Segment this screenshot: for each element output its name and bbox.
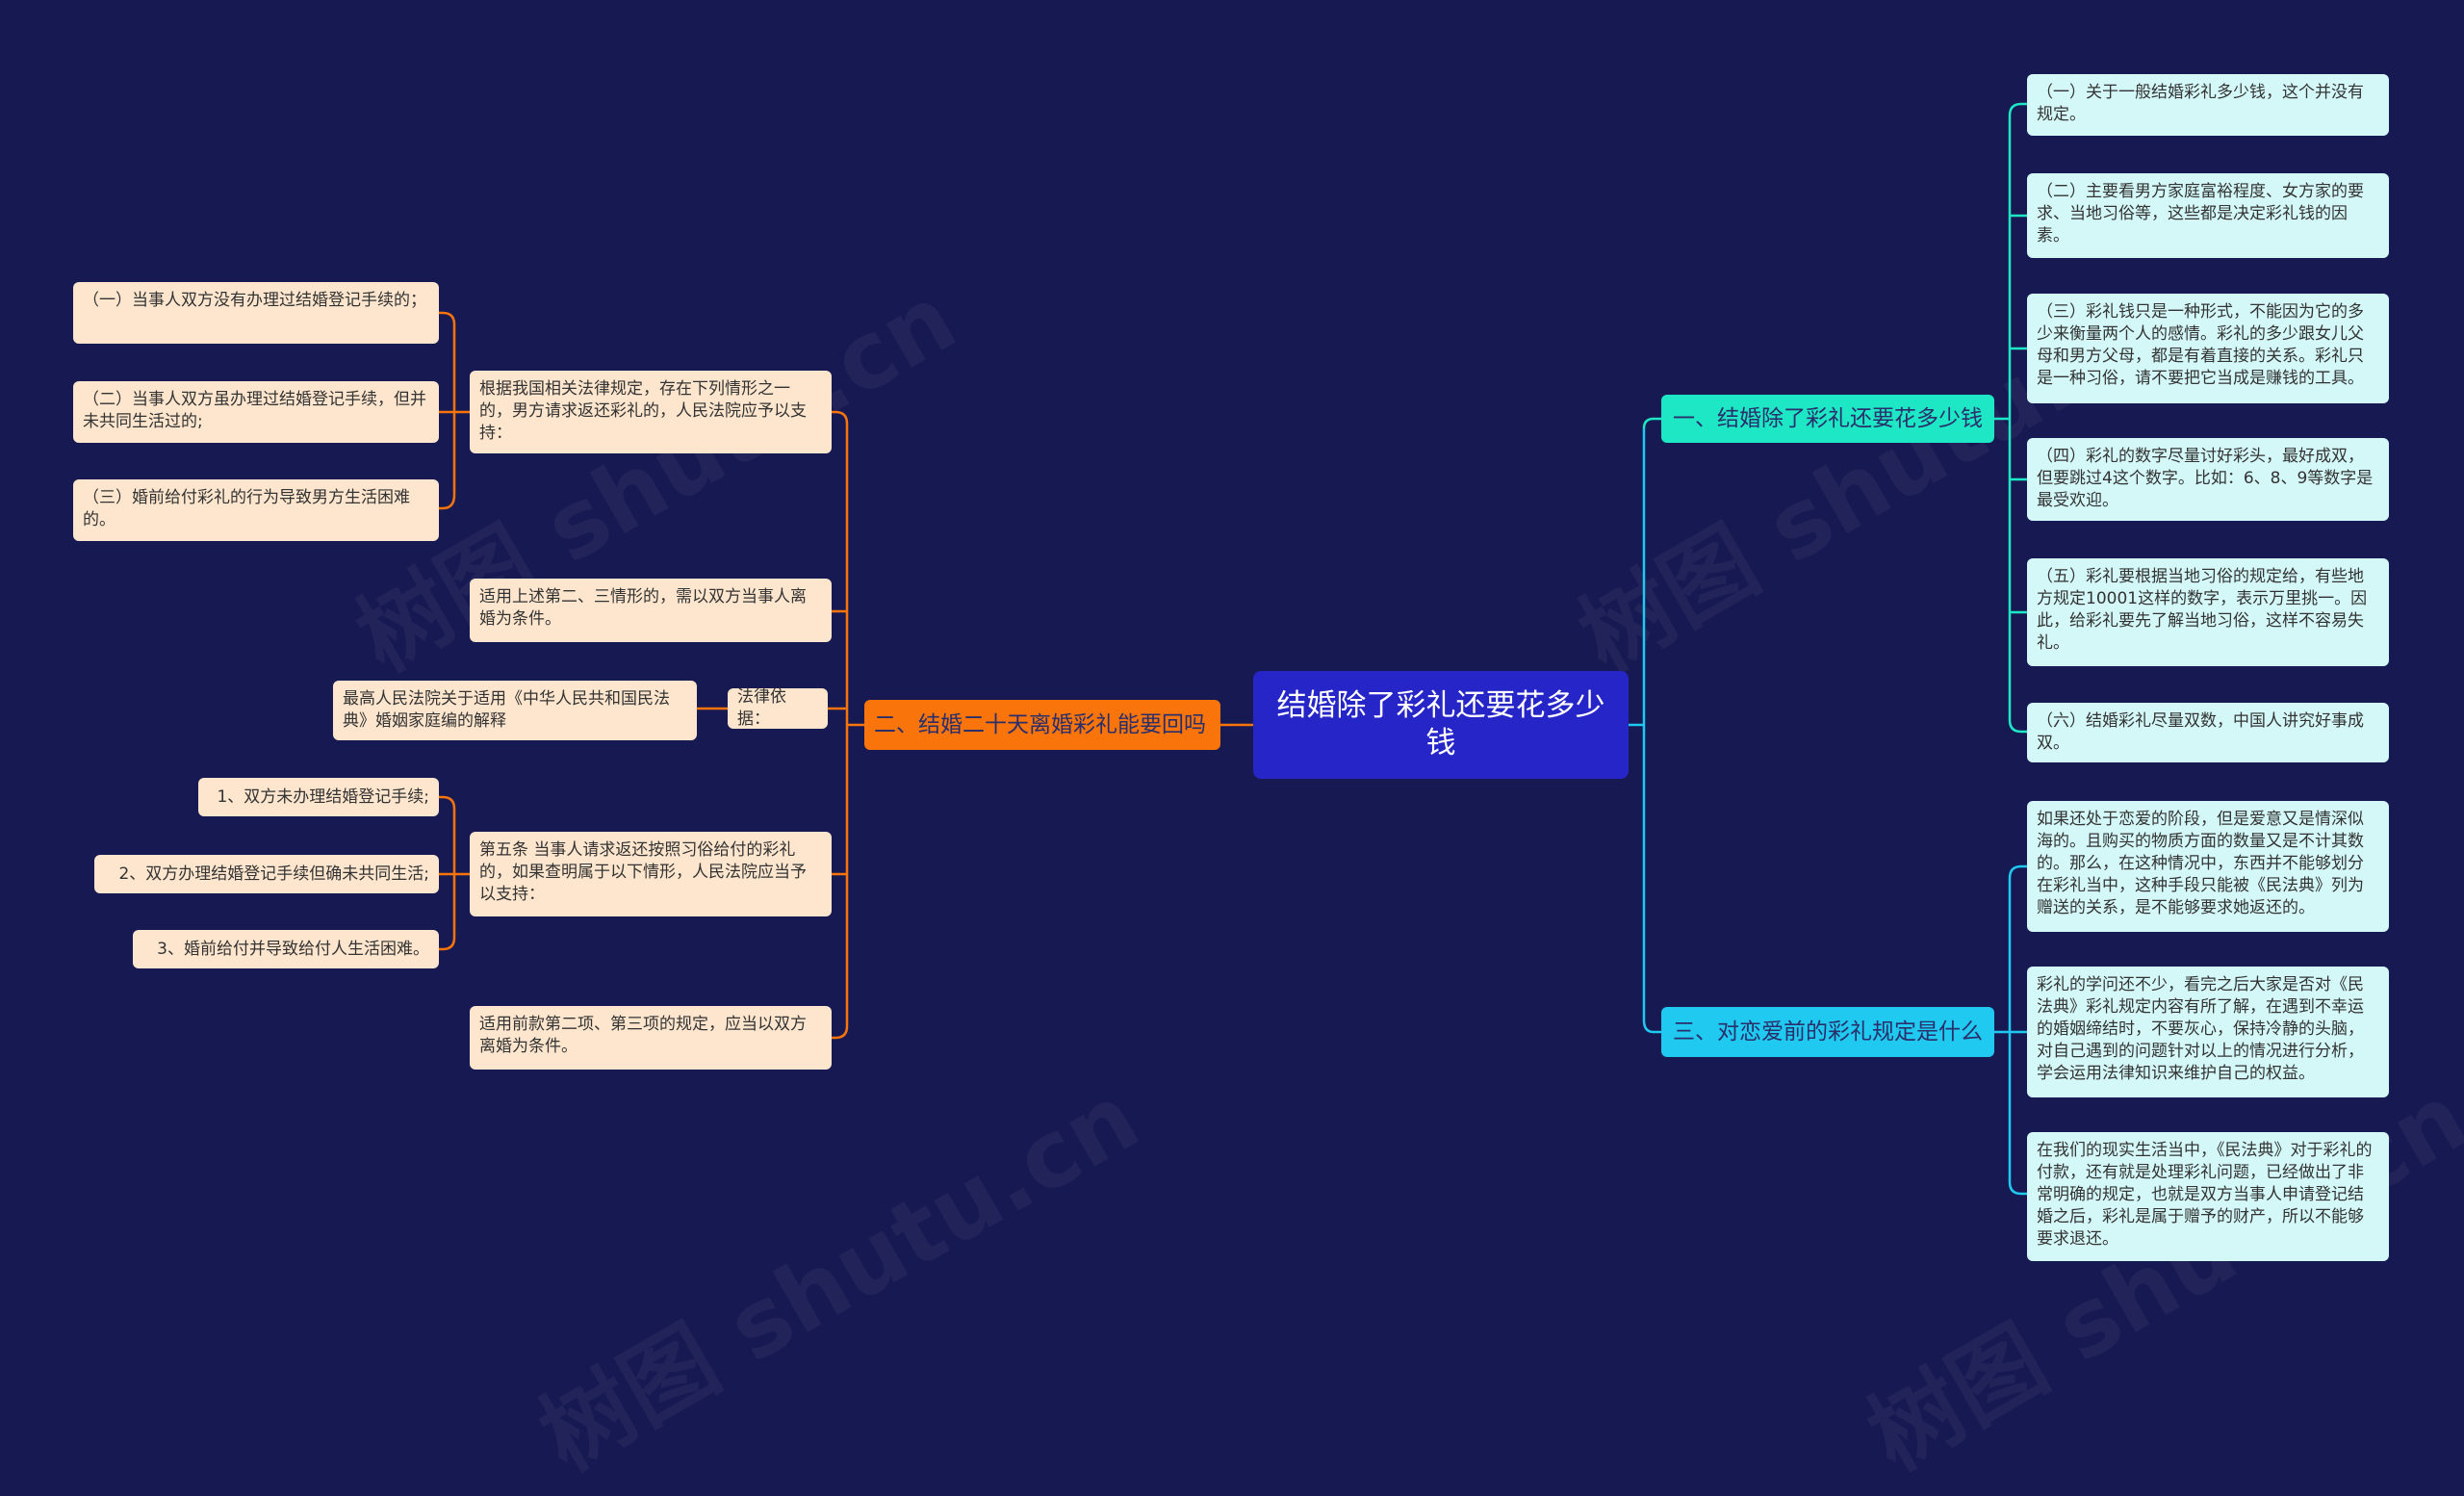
article5-sub-node-2[interactable]: 2、双方办理结婚登记手续但确未共同生活;: [94, 855, 439, 893]
applies-divorce-text: 适用上述第二、三情形的，需以双方当事人离婚为条件。: [479, 587, 807, 629]
law-intro-node[interactable]: 根据我国相关法律规定，存在下列情形之一的，男方请求返还彩礼的，人民法院应予以支持…: [470, 371, 832, 453]
law-sub-node-2[interactable]: （二）当事人双方虽办理过结婚登记手续，但并未共同生活过的;: [73, 381, 439, 443]
article5-sub-text: 2、双方办理结婚登记手续但确未共同生活;: [118, 864, 429, 884]
branch-left[interactable]: 二、结婚二十天离婚彩礼能要回吗: [864, 700, 1220, 750]
right1-item-3[interactable]: （三）彩礼钱只是一种形式，不能因为它的多少来衡量两个人的感情。彩礼的多少跟女儿父…: [2027, 294, 2389, 403]
right1-item-text: （二）主要看男方家庭富裕程度、女方家的要求、当地习俗等，这些都是决定彩礼钱的因素…: [2037, 182, 2364, 245]
article5-text: 第五条 当事人请求返还按照习俗给付的彩礼的，如果查明属于以下情形，人民法院应当予…: [479, 840, 807, 904]
legal-basis-node[interactable]: 法律依据：: [728, 687, 828, 729]
root-topic-label: 结婚除了彩礼还要花多少钱: [1276, 688, 1605, 761]
right3-item-text: 彩礼的学问还不少，看完之后大家是否对《民法典》彩礼规定内容有所了解，在遇到不幸运…: [2037, 975, 2364, 1083]
law-intro-text: 根据我国相关法律规定，存在下列情形之一的，男方请求返还彩礼的，人民法院应予以支持…: [479, 379, 807, 443]
branch-right-1[interactable]: 一、结婚除了彩礼还要花多少钱: [1661, 395, 1994, 443]
legal-basis-source-text: 最高人民法院关于适用《中华人民共和国民法典》婚姻家庭编的解释: [343, 689, 670, 731]
law-sub-text: （三）婚前给付彩礼的行为导致男方生活困难的。: [83, 488, 410, 529]
article5-sub-node-3[interactable]: 3、婚前给付并导致给付人生活困难。: [133, 930, 439, 968]
right1-item-6[interactable]: （六）结婚彩礼尽量双数，中国人讲究好事成双。: [2027, 703, 2389, 762]
legal-basis-source-node[interactable]: 最高人民法院关于适用《中华人民共和国民法典》婚姻家庭编的解释: [333, 681, 697, 740]
article5-tail-node[interactable]: 适用前款第二项、第三项的规定，应当以双方离婚为条件。: [470, 1006, 832, 1070]
right1-item-text: （五）彩礼要根据当地习俗的规定给，有些地方规定10001这样的数字，表示万里挑一…: [2037, 567, 2368, 653]
article5-sub-text: 3、婚前给付并导致给付人生活困难。: [157, 939, 429, 959]
law-sub-node-3[interactable]: （三）婚前给付彩礼的行为导致男方生活困难的。: [73, 479, 439, 541]
right3-item-3[interactable]: 在我们的现实生活当中，《民法典》对于彩礼的付款，还有就是处理彩礼问题，已经做出了…: [2027, 1132, 2389, 1261]
right1-item-2[interactable]: （二）主要看男方家庭富裕程度、女方家的要求、当地习俗等，这些都是决定彩礼钱的因素…: [2027, 173, 2389, 258]
branch-right-3[interactable]: 三、对恋爱前的彩礼规定是什么: [1661, 1007, 1994, 1057]
branch-right-3-label: 三、对恋爱前的彩礼规定是什么: [1673, 1019, 1983, 1045]
article5-sub-text: 1、双方未办理结婚登记手续;: [217, 787, 429, 807]
connector-lines: [439, 102, 2027, 1196]
law-sub-text: （一）当事人双方没有办理过结婚登记手续的；: [83, 291, 426, 310]
right3-item-1[interactable]: 如果还处于恋爱的阶段，但是爱意又是情深似海的。且购买的物质方面的数量又是不计其数…: [2027, 801, 2389, 932]
right1-item-text: （三）彩礼钱只是一种形式，不能因为它的多少来衡量两个人的感情。彩礼的多少跟女儿父…: [2037, 302, 2364, 388]
right1-item-text: （六）结婚彩礼尽量双数，中国人讲究好事成双。: [2037, 711, 2364, 753]
right1-item-1[interactable]: （一）关于一般结婚彩礼多少钱，这个并没有规定。: [2027, 74, 2389, 136]
law-sub-node-1[interactable]: （一）当事人双方没有办理过结婚登记手续的；: [73, 282, 439, 344]
right3-item-text: 如果还处于恋爱的阶段，但是爱意又是情深似海的。且购买的物质方面的数量又是不计其数…: [2037, 810, 2364, 917]
article5-sub-node-1[interactable]: 1、双方未办理结婚登记手续;: [198, 778, 439, 816]
article5-tail-text: 适用前款第二项、第三项的规定，应当以双方离婚为条件。: [479, 1015, 807, 1056]
right1-item-text: （四）彩礼的数字尽量讨好彩头，最好成双，但要跳过4这个数字。比如：6、8、9等数…: [2037, 447, 2374, 510]
right1-item-5[interactable]: （五）彩礼要根据当地习俗的规定给，有些地方规定10001这样的数字，表示万里挑一…: [2027, 558, 2389, 666]
right3-item-text: 在我们的现实生活当中，《民法典》对于彩礼的付款，还有就是处理彩礼问题，已经做出了…: [2037, 1141, 2373, 1249]
mindmap-canvas: 树图 shutu.cn 树图 shutu.cn 树图 shutu.cn 树图 s…: [73, 74, 2389, 1261]
right1-item-4[interactable]: （四）彩礼的数字尽量讨好彩头，最好成双，但要跳过4这个数字。比如：6、8、9等数…: [2027, 438, 2389, 521]
right3-item-2[interactable]: 彩礼的学问还不少，看完之后大家是否对《民法典》彩礼规定内容有所了解，在遇到不幸运…: [2027, 967, 2389, 1097]
law-sub-text: （二）当事人双方虽办理过结婚登记手续，但并未共同生活过的;: [83, 390, 426, 431]
article5-node[interactable]: 第五条 当事人请求返还按照习俗给付的彩礼的，如果查明属于以下情形，人民法院应当予…: [470, 832, 832, 916]
branch-right-1-label: 一、结婚除了彩礼还要花多少钱: [1673, 406, 1983, 431]
branch-left-label: 二、结婚二十天离婚彩礼能要回吗: [874, 712, 1206, 737]
root-topic[interactable]: 结婚除了彩礼还要花多少钱: [1253, 671, 1629, 779]
applies-divorce-node[interactable]: 适用上述第二、三情形的，需以双方当事人离婚为条件。: [470, 579, 832, 642]
right1-item-text: （一）关于一般结婚彩礼多少钱，这个并没有规定。: [2037, 83, 2364, 124]
legal-basis-label: 法律依据：: [737, 687, 786, 729]
